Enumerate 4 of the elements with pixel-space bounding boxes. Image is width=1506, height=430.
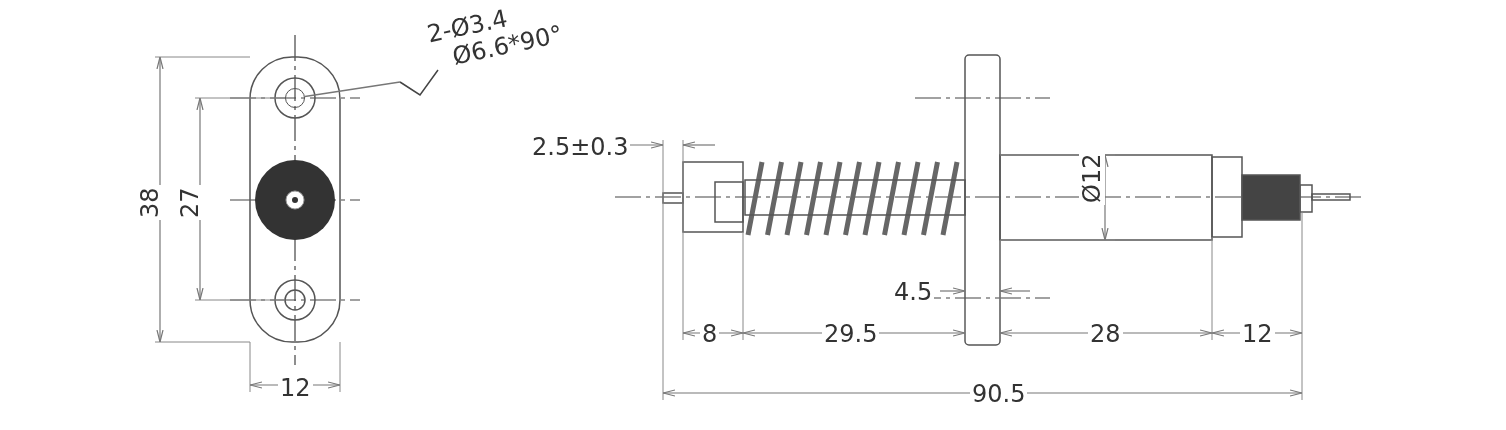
dimension-value: 38 [137,185,163,220]
dimension-value: 27 [177,185,203,220]
dimension-value: Ø12 [1079,151,1105,205]
leader-line [304,81,401,98]
